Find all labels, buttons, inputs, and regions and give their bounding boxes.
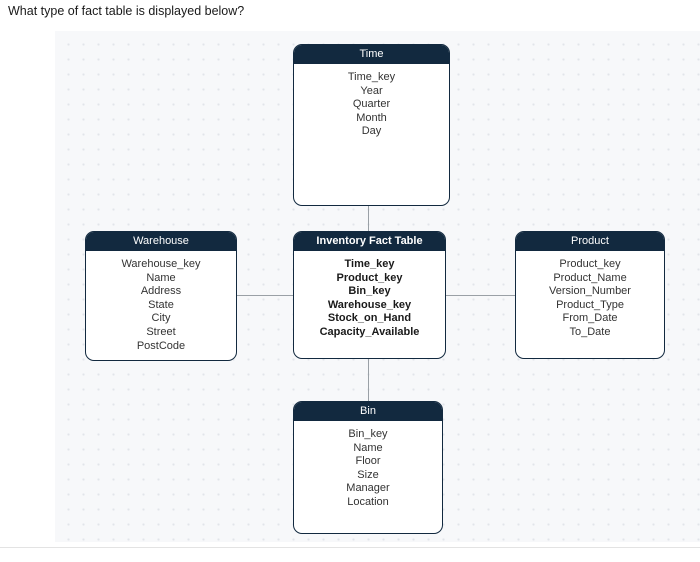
entity-inventory-fact-table: Inventory Fact Table Time_key Product_ke…	[293, 231, 446, 359]
entity-product: Product Product_key Product_Name Version…	[515, 231, 665, 359]
field-item: Time_key	[344, 258, 395, 270]
entity-product-title: Product	[516, 232, 664, 251]
entity-time: Time Time_key Year Quarter Month Day	[293, 44, 450, 206]
entity-fact-fields: Time_key Product_key Bin_key Warehouse_k…	[294, 251, 445, 340]
field-item: City	[151, 312, 171, 325]
entity-time-fields: Time_key Year Quarter Month Day	[294, 64, 449, 139]
field-item: Quarter	[352, 98, 391, 111]
field-item: Size	[357, 468, 379, 481]
entity-warehouse-title: Warehouse	[86, 232, 236, 251]
field-item: PostCode	[136, 339, 186, 352]
field-item: Product_Type	[556, 298, 624, 311]
entity-bin: Bin Bin_key Name Floor Size Manager Loca…	[293, 401, 443, 534]
entity-product-fields: Product_key Product_Name Version_Number …	[516, 251, 664, 340]
page-divider	[0, 547, 700, 548]
field-item: Product_key	[336, 271, 403, 284]
connector-warehouse-to-fact	[237, 295, 293, 296]
field-item: Name	[146, 271, 176, 284]
bottom-strip	[0, 548, 700, 562]
field-item: Month	[356, 111, 387, 124]
connector-fact-to-bin	[368, 359, 369, 401]
field-item: Year	[360, 84, 383, 97]
field-item: Street	[146, 325, 176, 338]
field-item: Product_key	[559, 258, 621, 270]
field-item: State	[148, 298, 174, 311]
entity-bin-fields: Bin_key Name Floor Size Manager Location	[294, 421, 442, 510]
field-item: From_Date	[562, 312, 618, 325]
field-item: Address	[140, 285, 182, 298]
entity-warehouse: Warehouse Warehouse_key Name Address Sta…	[85, 231, 237, 361]
field-item: Stock_on_Hand	[327, 312, 412, 325]
connector-fact-to-product	[446, 295, 515, 296]
field-item: Manager	[346, 482, 390, 495]
field-item: Day	[361, 125, 382, 138]
field-item: Warehouse_key	[121, 258, 201, 270]
field-item: To_Date	[569, 325, 611, 338]
question-text: What type of fact table is displayed bel…	[8, 4, 245, 18]
entity-bin-title: Bin	[294, 402, 442, 421]
field-item: Capacity_Available	[319, 325, 420, 338]
entity-warehouse-fields: Warehouse_key Name Address State City St…	[86, 251, 236, 353]
field-item: Product_Name	[553, 271, 627, 284]
field-item: Name	[353, 441, 383, 454]
field-item: Location	[347, 495, 389, 508]
field-item: Floor	[355, 455, 381, 468]
field-item: Time_key	[347, 71, 396, 83]
diagram-canvas: Time Time_key Year Quarter Month Day War…	[55, 31, 700, 542]
entity-fact-title: Inventory Fact Table	[294, 232, 445, 251]
field-item: Version_Number	[549, 285, 631, 298]
field-item: Bin_key	[348, 428, 388, 440]
connector-time-to-fact	[368, 206, 369, 231]
field-item: Warehouse_key	[327, 298, 412, 311]
entity-time-title: Time	[294, 45, 449, 64]
field-item: Bin_key	[348, 285, 391, 298]
